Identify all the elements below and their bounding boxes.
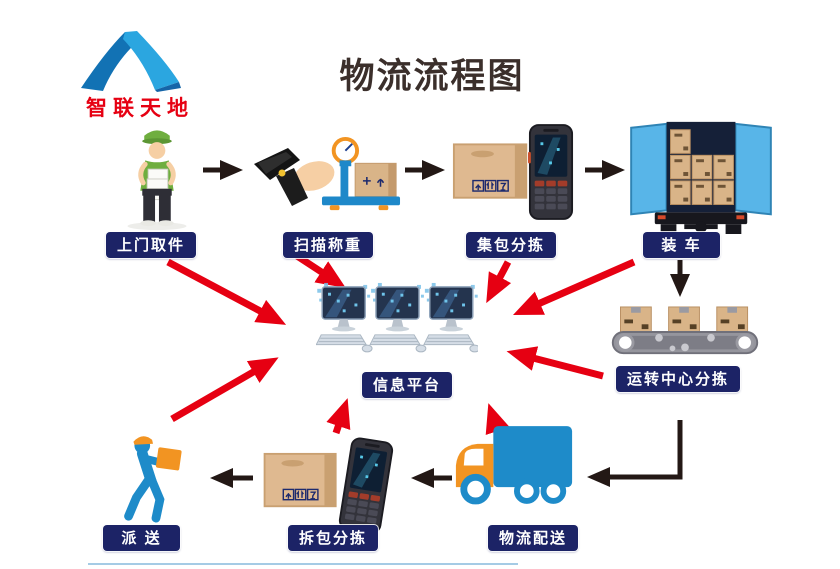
- parcel-box-icon: [263, 452, 337, 508]
- truck-rear-loading-icon: [630, 121, 772, 234]
- label-unpack-sort: 拆包分拣: [288, 525, 379, 551]
- red-arrow-unpack-platform: [326, 398, 351, 435]
- computers-icon: [316, 282, 478, 353]
- courier-icon: [127, 130, 187, 231]
- weighing-scale-icon: [321, 136, 401, 211]
- conveyor-belt-icon: [611, 306, 759, 355]
- red-arrow-dispatch-platform: [170, 357, 279, 423]
- handheld-pda-icon: [338, 437, 394, 534]
- label-logistics: 物流配送: [488, 525, 579, 551]
- handheld-pda-icon: [528, 124, 574, 220]
- red-arrow-bagsort-platform: [486, 260, 512, 304]
- label-info-platform: 信息平台: [362, 372, 453, 398]
- arrow-transfer-to-logistics: [587, 420, 683, 487]
- label-pickup: 上门取件: [106, 232, 197, 258]
- page-title: 物流流程图: [339, 57, 525, 96]
- parcel-box-icon: [452, 143, 528, 199]
- red-arrow-scan-platform: [295, 253, 346, 288]
- label-transfer-sort: 运转中心分拣: [616, 366, 741, 392]
- red-arrow-load-platform: [512, 258, 636, 315]
- delivery-person-icon: [124, 436, 182, 523]
- label-dispatch: 派 送: [103, 525, 180, 551]
- mountain-a-logo-icon: [81, 31, 181, 92]
- footer-line: [88, 563, 518, 565]
- brand-name: 智联天地: [86, 97, 194, 120]
- brand-logo: 智联天地: [55, 26, 230, 126]
- label-scan-weigh: 扫描称重: [283, 232, 374, 258]
- barcode-scanner-icon: [254, 148, 335, 206]
- red-arrow-pickup-platform: [166, 258, 287, 325]
- red-arrow-transfer-platform: [506, 346, 604, 380]
- delivery-truck-icon: [455, 426, 573, 505]
- label-bag-sort: 集包分拣: [466, 232, 557, 258]
- label-load-truck: 装 车: [643, 232, 720, 258]
